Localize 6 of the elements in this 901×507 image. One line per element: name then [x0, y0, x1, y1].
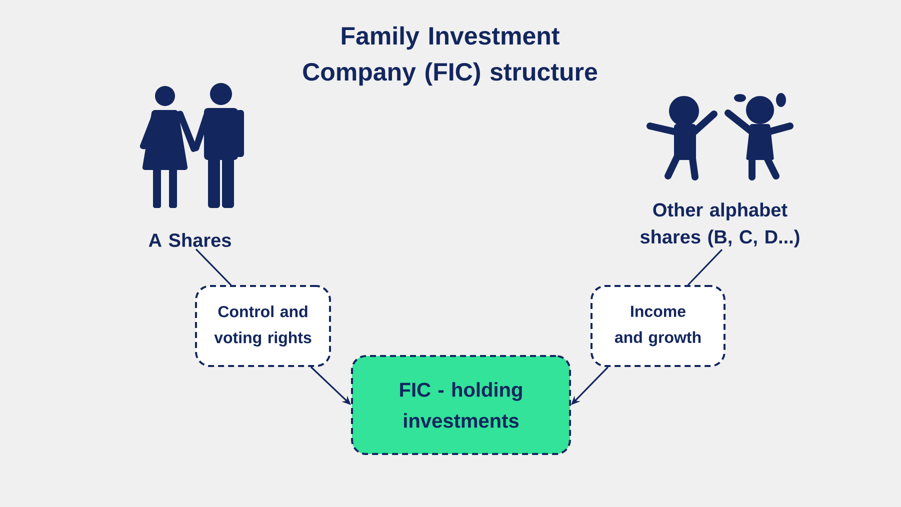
label-text: A Shares [148, 233, 231, 247]
title: Family Investment Company (FIC) structure [303, 26, 598, 86]
dashed-box: Income and growth [590, 285, 726, 367]
process-box: FIC - holding investments [351, 355, 571, 455]
dashed-box: Control and voting rights [195, 285, 331, 367]
label-text: Other alphabet shares (B, C, D...) [640, 202, 800, 248]
